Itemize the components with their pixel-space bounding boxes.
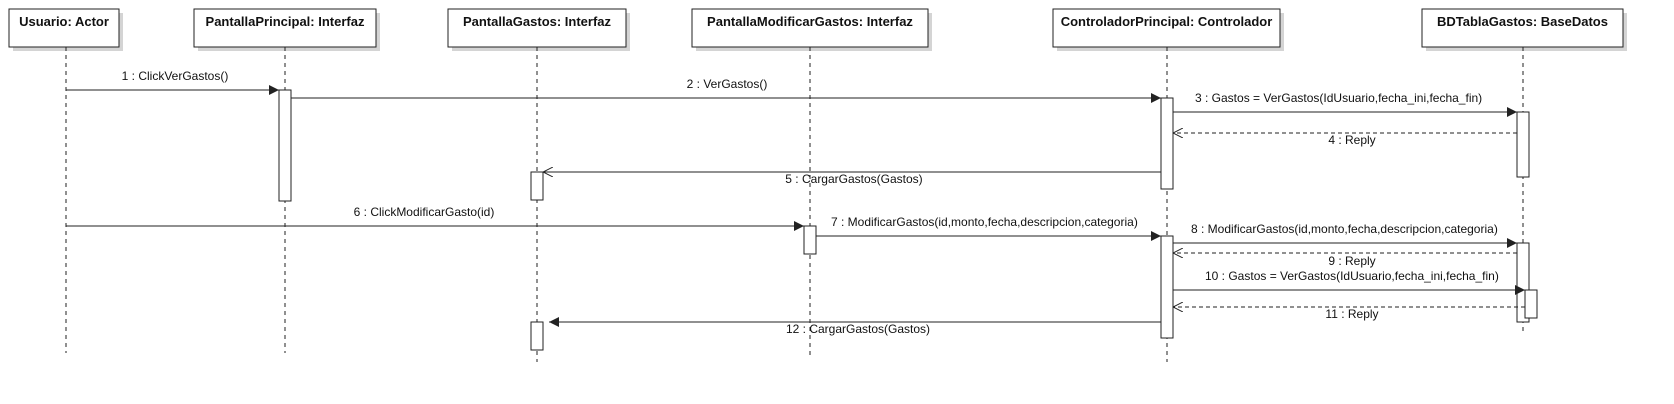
lifeline-head-box (691, 8, 929, 48)
message-label: 1 : ClickVerGastos() (122, 69, 229, 83)
message-12: 12 : CargarGastos(Gastos) (549, 317, 1161, 336)
activation-bar-controlador (1160, 235, 1174, 339)
message-9: 9 : Reply (1173, 253, 1517, 268)
lifeline-title: PantallaModificarGastos: Interfaz (707, 14, 913, 29)
activation-bar-modificar (803, 225, 817, 255)
lifeline-head-box (1052, 8, 1281, 48)
activation-bar-principal (278, 89, 292, 202)
message-5: 5 : CargarGastos(Gastos) (543, 172, 1161, 186)
message-1: 1 : ClickVerGastos() (66, 69, 279, 95)
message-11: 11 : Reply (1173, 307, 1525, 321)
lifeline-usuario: Usuario: Actor (8, 8, 123, 353)
lifeline-head-box (447, 8, 627, 48)
lifeline-title: PantallaPrincipal: Interfaz (206, 14, 365, 29)
message-label: 7 : ModificarGastos(id,monto,fecha,descr… (831, 215, 1138, 229)
message-8: 8 : ModificarGastos(id,monto,fecha,descr… (1173, 222, 1517, 248)
message-label: 3 : Gastos = VerGastos(IdUsuario,fecha_i… (1195, 91, 1482, 105)
message-4: 4 : Reply (1173, 133, 1517, 147)
message-label: 2 : VerGastos() (687, 77, 768, 91)
message-7: 7 : ModificarGastos(id,monto,fecha,descr… (816, 215, 1161, 241)
activation-bar-bd (1516, 111, 1530, 178)
message-3: 3 : Gastos = VerGastos(IdUsuario,fecha_i… (1173, 91, 1517, 117)
message-label: 12 : CargarGastos(Gastos) (786, 322, 930, 336)
lifeline-modificar: PantallaModificarGastos: Interfaz (691, 8, 932, 357)
lifeline-head-box (8, 8, 120, 48)
message-2: 2 : VerGastos() (291, 77, 1161, 103)
message-label: 9 : Reply (1328, 254, 1375, 268)
activation-bar-gastos (530, 321, 544, 351)
lifeline-bd: BDTablaGastos: BaseDatos (1421, 8, 1627, 334)
message-label: 6 : ClickModificarGasto(id) (354, 205, 495, 219)
activation-bar-bd (1524, 289, 1538, 319)
lifeline-title: Usuario: Actor (19, 14, 109, 29)
lifeline-title: PantallaGastos: Interfaz (463, 14, 612, 29)
message-label: 5 : CargarGastos(Gastos) (785, 172, 922, 186)
message-label: 11 : Reply (1325, 307, 1378, 321)
message-label: 4 : Reply (1328, 133, 1375, 147)
lifeline-title: ControladorPrincipal: Controlador (1061, 14, 1273, 29)
lifeline-gastos: PantallaGastos: Interfaz (447, 8, 630, 362)
lifeline-title: BDTablaGastos: BaseDatos (1437, 14, 1608, 29)
message-10: 10 : Gastos = VerGastos(IdUsuario,fecha_… (1173, 269, 1525, 295)
lifeline-head-box (193, 8, 377, 48)
message-label: 8 : ModificarGastos(id,monto,fecha,descr… (1191, 222, 1498, 236)
message-6: 6 : ClickModificarGasto(id) (66, 205, 804, 231)
activation-bar-controlador (1160, 97, 1174, 190)
activation-bar-gastos (530, 171, 544, 201)
lifeline-head-box (1421, 8, 1624, 48)
lifeline-controlador: ControladorPrincipal: Controlador (1052, 8, 1284, 362)
message-label: 10 : Gastos = VerGastos(IdUsuario,fecha_… (1205, 269, 1499, 283)
